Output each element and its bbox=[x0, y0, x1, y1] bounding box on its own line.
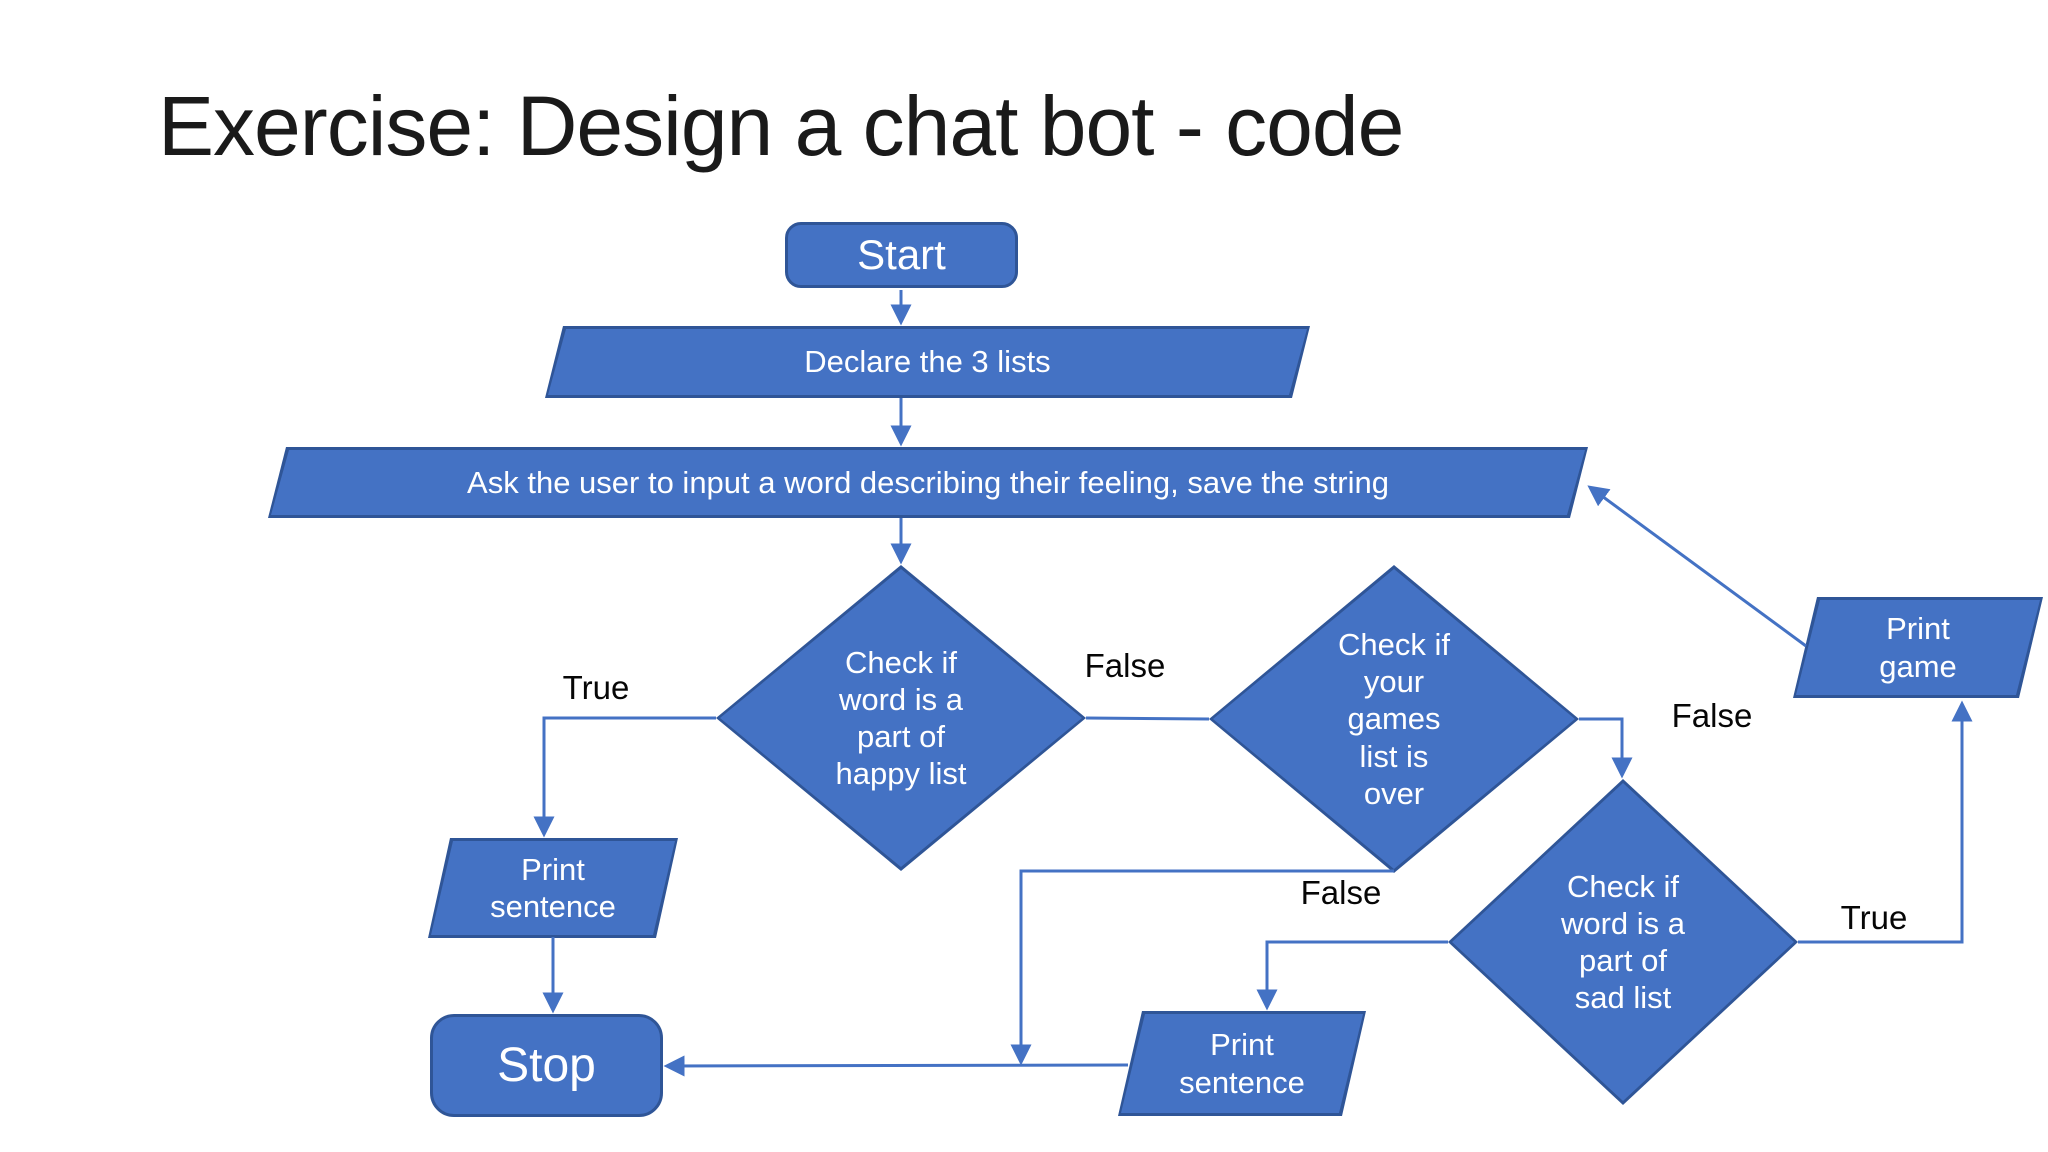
slide-title: Exercise: Design a chat bot - code bbox=[158, 79, 1404, 173]
node-print-sentence-left: Print sentence bbox=[428, 838, 678, 938]
node-print-game-label: Print game bbox=[1879, 611, 1957, 684]
edge-check-happy-true-to-print-sentence bbox=[533, 716, 716, 838]
edge-label-games-false-right: False bbox=[1671, 697, 1753, 734]
node-ask-input-label: Ask the user to input a word describing … bbox=[467, 464, 1389, 500]
node-check-happy-label: Check if word is a part of happy list bbox=[835, 644, 967, 792]
shape-fill bbox=[431, 841, 675, 935]
node-declare-lists: Declare the 3 lists bbox=[545, 326, 1310, 398]
node-declare-lists-label: Declare the 3 lists bbox=[804, 344, 1051, 380]
node-print-sentence-bottom: Print sentence bbox=[1118, 1011, 1366, 1116]
node-check-games-over-label: Check if your games list is over bbox=[1338, 627, 1450, 811]
edge-label-happy-false: False bbox=[1084, 647, 1166, 684]
edge-print-sentence-bottom-to-stop bbox=[663, 1055, 1129, 1077]
node-print-sentence-left-label: Print sentence bbox=[490, 851, 616, 924]
node-start: Start bbox=[785, 222, 1018, 288]
edge-label-sad-true: True bbox=[1840, 899, 1908, 936]
node-print-sentence-bottom-label: Print sentence bbox=[1179, 1027, 1305, 1100]
node-check-sad-label: Check if word is a part of sad list bbox=[1560, 868, 1686, 1016]
edge-check-happy-false-to-check-games bbox=[1085, 716, 1210, 721]
node-check-games-over: Check if your games list is over bbox=[1209, 565, 1579, 873]
edge-check-sad-false-to-print-sentence-bottom bbox=[1256, 940, 1448, 1011]
shape-fill bbox=[1796, 600, 2040, 695]
node-stop: Stop bbox=[430, 1014, 663, 1117]
shape-fill bbox=[271, 450, 1585, 515]
shape-fill bbox=[548, 329, 1307, 395]
node-check-happy: Check if word is a part of happy list bbox=[716, 565, 1086, 871]
node-check-sad: Check if word is a part of sad list bbox=[1448, 779, 1798, 1105]
node-start-label: Start bbox=[857, 230, 946, 278]
node-ask-input: Ask the user to input a word describing … bbox=[268, 447, 1588, 518]
edge-check-games-false-to-check-sad bbox=[1579, 717, 1633, 779]
edge-label-happy-true: True bbox=[562, 669, 630, 706]
node-stop-label: Stop bbox=[497, 1038, 596, 1092]
edge-print-game-to-ask bbox=[1587, 485, 1807, 648]
node-print-game: Print game bbox=[1793, 597, 2043, 698]
edge-label-games-false-bottom: False bbox=[1300, 874, 1382, 911]
